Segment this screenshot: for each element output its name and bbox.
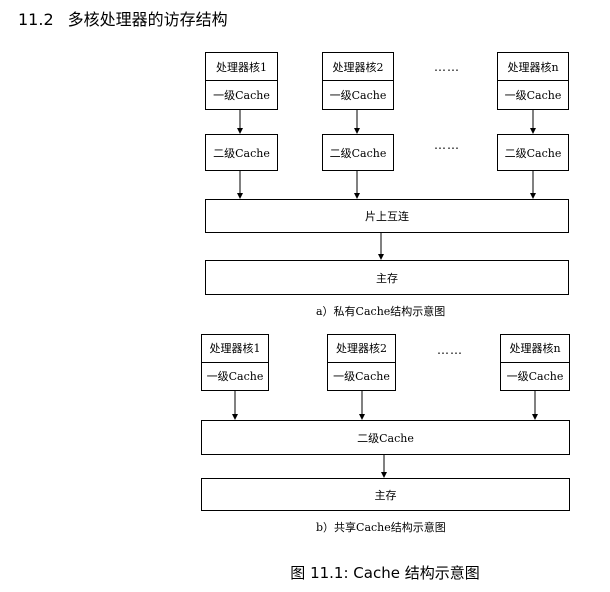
figure-caption: 图 11.1: Cache 结构示意图 <box>290 564 480 582</box>
ellipsis: …… <box>434 138 460 152</box>
l2-cache-2: 二级Cache <box>322 134 394 171</box>
caption-a: a）私有Cache结构示意图 <box>316 305 446 318</box>
core-2: 处理器核2 一级Cache <box>322 52 394 110</box>
core-label: 处理器核n <box>501 335 569 363</box>
section-number: 11.2 <box>18 10 54 29</box>
core-label: 处理器核2 <box>323 53 393 81</box>
core-label: 处理器核1 <box>206 53 277 81</box>
section-heading: 11.2 多核处理器的访存结构 <box>18 6 228 30</box>
ellipsis: …… <box>437 343 463 357</box>
core-label: 处理器核1 <box>202 335 268 363</box>
ellipsis: …… <box>434 60 460 74</box>
core-label: 处理器核n <box>498 53 568 81</box>
main-memory: 主存 <box>201 478 570 511</box>
core-n: 处理器核n 一级Cache <box>497 52 569 110</box>
l1-cache: 一级Cache <box>213 89 270 102</box>
l1-cache: 一级Cache <box>506 370 564 384</box>
shared-l2-cache: 二级Cache <box>201 420 570 455</box>
l1-cache: 一级Cache <box>206 370 264 384</box>
core-1: 处理器核1 一级Cache <box>201 334 269 391</box>
l1-cache: 一级Cache <box>329 89 387 102</box>
l2-cache-1: 二级Cache <box>205 134 278 171</box>
core-1: 处理器核1 一级Cache <box>205 52 278 110</box>
on-chip-interconnect: 片上互连 <box>205 199 569 233</box>
l1-cache: 一级Cache <box>504 89 562 102</box>
caption-b: b）共享Cache结构示意图 <box>316 521 446 534</box>
core-2: 处理器核2 一级Cache <box>327 334 396 391</box>
core-n: 处理器核n 一级Cache <box>500 334 570 391</box>
l1-cache: 一级Cache <box>333 370 390 384</box>
main-memory: 主存 <box>205 260 569 295</box>
l2-cache-n: 二级Cache <box>497 134 569 171</box>
section-title: 多核处理器的访存结构 <box>67 10 228 29</box>
core-label: 处理器核2 <box>328 335 395 363</box>
